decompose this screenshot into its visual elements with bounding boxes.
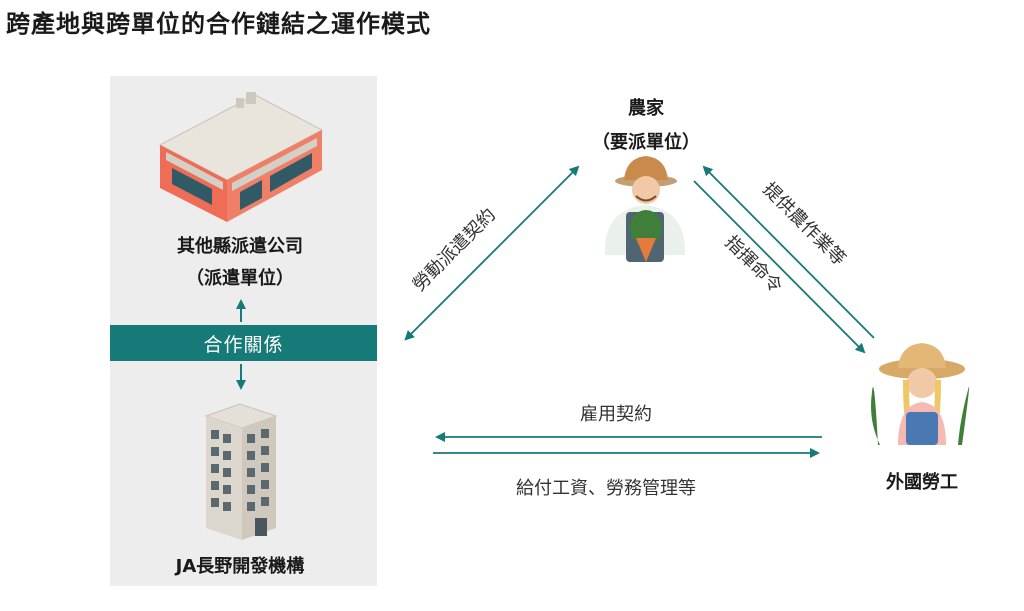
employment-contract-label: 雇用契約 (580, 404, 652, 425)
ja-label: JA長野開發機構 (175, 556, 305, 577)
cooperation-label: 合作關係 (203, 333, 284, 356)
agency-name: 其他縣派遣公司 (177, 236, 303, 257)
foreign-worker-label: 外國勞工 (886, 472, 958, 493)
agency-building-icon (158, 92, 324, 222)
provide-farm-work-label: 提供農作業等 (758, 179, 849, 270)
farmer-label: 農家 （要派單位） (566, 94, 726, 154)
pay-wages-label: 給付工資、勞務管理等 (516, 478, 696, 499)
arrow-provide-farm-work (702, 165, 875, 339)
arrow-dispatch-contract (404, 165, 580, 341)
farmer-role: （要派單位） (592, 132, 700, 153)
foreign-worker-icon (871, 343, 970, 445)
agency-role: （派遣單位） (186, 268, 294, 289)
ja-building-icon (204, 403, 278, 540)
agency-label: 其他縣派遣公司 （派遣單位） (140, 232, 340, 290)
cooperation-band: 合作關係 (110, 325, 377, 361)
page-title: 跨產地與跨單位的合作鏈結之運作模式 (6, 10, 431, 38)
dispatch-contract-label: 勞動派遣契約 (409, 204, 500, 295)
farmer-name: 農家 (628, 98, 664, 119)
farmer-icon (604, 156, 686, 262)
arrow-direct-command (693, 180, 866, 354)
